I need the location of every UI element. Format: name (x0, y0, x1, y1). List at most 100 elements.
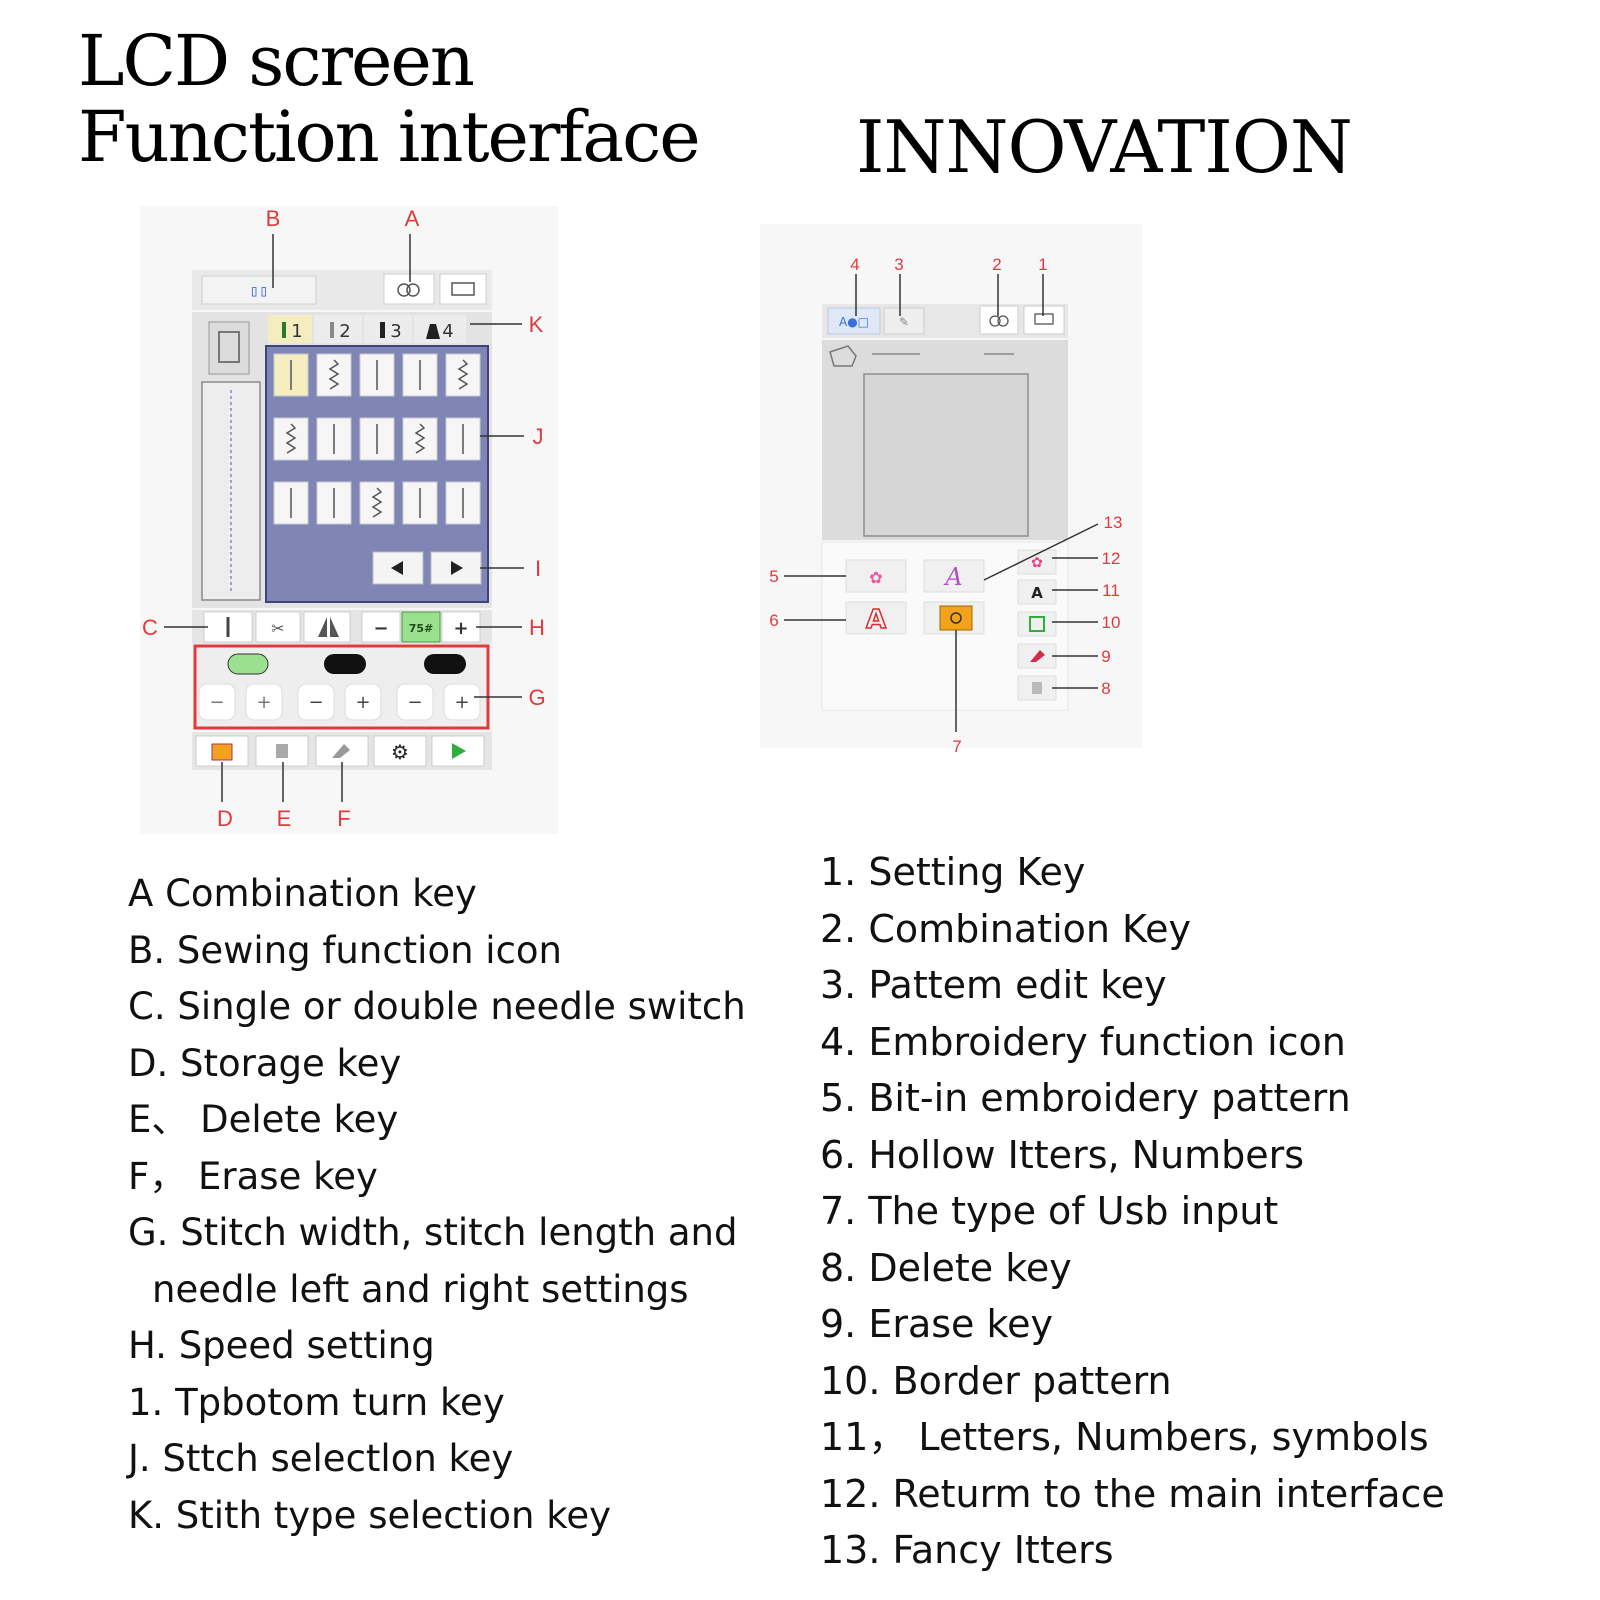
speed-display (401, 611, 441, 643)
minus-icon: − (373, 618, 388, 639)
legend-item-g-continued: needle left and right settings (152, 1267, 689, 1311)
callout-7: 7 (952, 737, 961, 756)
stitch-pattern-icon (371, 487, 383, 518)
storage-key[interactable] (195, 735, 249, 767)
combination-key[interactable] (383, 273, 435, 305)
callout-i: I (535, 556, 541, 581)
callout-e: E (277, 806, 292, 831)
combination-icon-ring (406, 283, 420, 297)
pattern-edit-key[interactable] (883, 307, 925, 335)
border-icon (1029, 616, 1045, 632)
border-pattern-key[interactable] (1017, 611, 1057, 637)
play-icon (452, 743, 466, 759)
flower-icon: ✿ (1031, 555, 1043, 571)
presser-foot-shape (218, 331, 240, 363)
tab-1[interactable] (268, 315, 312, 343)
plus-icon: + (256, 692, 271, 713)
builtin-pattern-key[interactable] (845, 559, 907, 593)
tab-4-glyph (426, 324, 440, 339)
needle-position-minus[interactable] (396, 683, 434, 721)
callout-9: 9 (1101, 647, 1110, 666)
setting-key[interactable] (439, 273, 487, 305)
callout-a: A (405, 206, 420, 231)
trash-icon (276, 744, 288, 758)
callout-b: B (266, 206, 281, 231)
stitch-pattern-icon (414, 423, 426, 454)
stitch-pattern-icon (457, 359, 469, 390)
legend-left: A Combination key B. Sewing function ico… (128, 866, 746, 1544)
legend-item-i: 1. Tpbotom turn key (128, 1380, 505, 1424)
legend-item-7: 7. The type of Usb input (820, 1189, 1279, 1233)
hollow-letter-icon: A (866, 605, 886, 635)
tab-4-label: 4 (442, 321, 453, 342)
stitch-width-plus[interactable] (245, 683, 283, 721)
page-title-line1: LCD screen (78, 20, 475, 102)
legend-item-a: A Combination key (128, 872, 477, 915)
tab-1-glyph (282, 322, 286, 338)
fancy-letters-key[interactable] (923, 559, 985, 593)
combination-icon (989, 315, 1001, 327)
legend-item-f: F， Erase key (128, 1154, 378, 1198)
brand-title: INNOVATION (856, 105, 1353, 189)
fancy-letter-icon: A (943, 563, 962, 591)
return-main-key[interactable] (1017, 549, 1057, 575)
scissors-icon: ✂ (271, 619, 284, 638)
speed-plus-button[interactable] (441, 611, 481, 643)
trash-icon (1032, 682, 1042, 694)
legend-item-10: 10. Border pattern (820, 1358, 1172, 1403)
legend-item-2: 2. Combination Key (820, 906, 1191, 951)
plus-icon: + (453, 618, 468, 639)
usb-icon-dot (950, 612, 962, 624)
keyboard-icon (1034, 313, 1054, 325)
tab-3-glyph (380, 322, 385, 338)
legend-item-4: 4. Embroidery function icon (820, 1019, 1346, 1064)
needle-position-plus[interactable] (443, 683, 481, 721)
callout-g: G (528, 685, 545, 710)
needle-position-control: − + (396, 654, 481, 721)
sewing-screen: ▯▯ 1 2 3 4 (140, 206, 558, 834)
storage-icon (211, 743, 233, 761)
legend-item-b: B. Sewing function icon (128, 928, 563, 972)
legend-item-13: 13. Fancy Itters (820, 1528, 1114, 1572)
callout-5: 5 (769, 567, 778, 586)
legend-item-c: C. Single or double needle switch (128, 985, 746, 1028)
minus-icon: − (407, 692, 422, 713)
combination-key-2[interactable] (979, 305, 1019, 335)
tab-4[interactable] (414, 315, 466, 343)
thread-cut-key[interactable] (255, 611, 301, 643)
stitch-grid (273, 353, 481, 525)
legend-item-j: J. Sttch selectlon key (128, 1437, 514, 1480)
tab-2[interactable] (314, 315, 362, 343)
sewing-function-glyph: ▯▯ (249, 281, 268, 300)
setting-key-2[interactable] (1023, 305, 1065, 335)
stitch-width-minus[interactable] (198, 683, 236, 721)
callout-d: D (217, 806, 233, 831)
hollow-letters-key[interactable] (845, 601, 907, 635)
stitch-length-minus[interactable] (297, 683, 335, 721)
legend-item-12: 12. Returm to the main interface (820, 1471, 1445, 1516)
eraser-icon (332, 744, 350, 758)
callout-8: 8 (1101, 679, 1110, 698)
tab-1-label: 1 (291, 321, 302, 342)
stitch-pattern-icon (328, 359, 340, 390)
settings-key[interactable] (373, 735, 427, 767)
legend-item-9: 9. Erase key (820, 1302, 1054, 1346)
tab-3-label: 3 (390, 321, 401, 342)
letters-numbers-key[interactable] (1017, 579, 1057, 605)
embroidery-screen: A●□ ✎ ✿ A A ✿ A 4 3 (760, 224, 1142, 756)
prev-arrow-icon (391, 561, 403, 575)
callout-h: H (529, 615, 545, 640)
stitch-length-plus[interactable] (344, 683, 382, 721)
legend-right: 1. Setting Key 2. Combination Key 3. Pat… (820, 844, 1445, 1579)
callout-line-13 (983, 523, 1099, 581)
callout-1: 1 (1038, 255, 1047, 274)
callout-c: C (142, 615, 158, 640)
flower-pattern-icon: ✿ (869, 568, 882, 587)
sewing-function-icon[interactable] (201, 275, 317, 305)
tab-2-glyph (330, 322, 334, 338)
embroidery-function-icon[interactable] (827, 307, 881, 335)
tab-3[interactable] (364, 315, 412, 343)
stitch-width-control: − + (198, 653, 283, 721)
speed-minus-button[interactable] (361, 611, 401, 643)
callout-4: 4 (850, 255, 859, 274)
